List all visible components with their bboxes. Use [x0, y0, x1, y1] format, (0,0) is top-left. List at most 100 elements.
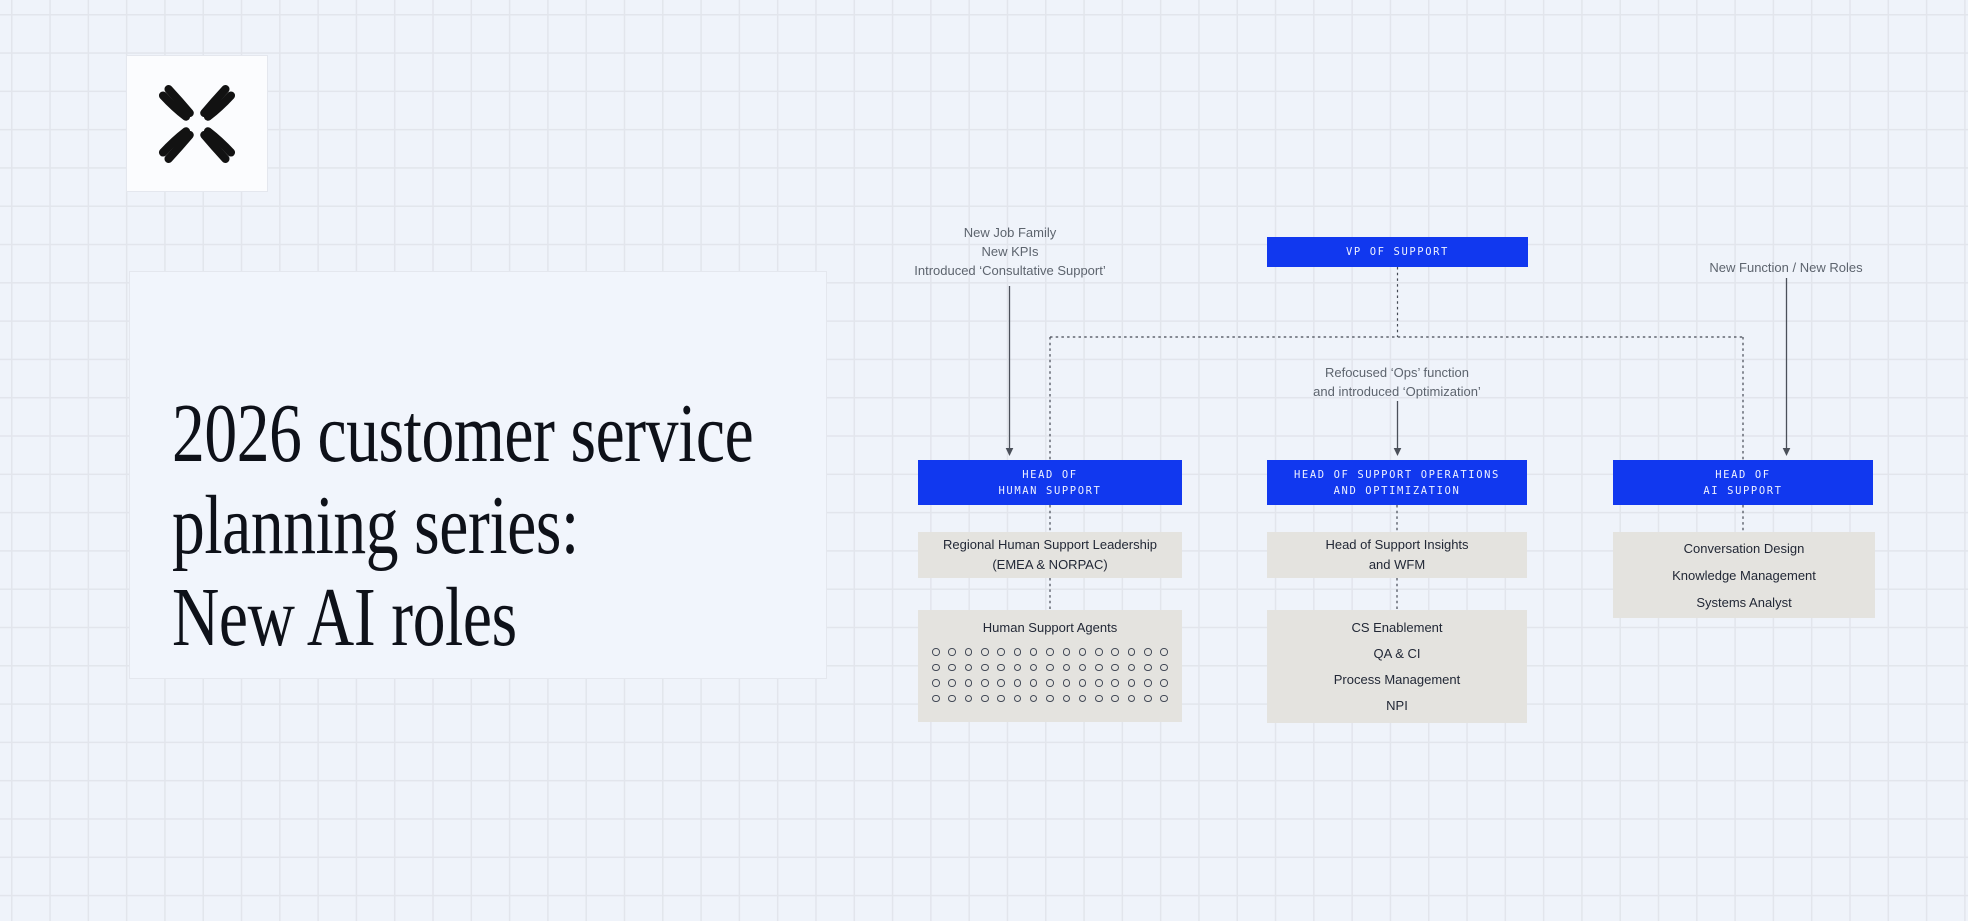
- agent-dot: [1046, 694, 1054, 702]
- agent-dot: [1144, 663, 1152, 671]
- annotation-line: New Function / New Roles: [1709, 260, 1863, 275]
- org-node-label: Head of Support Insights: [1325, 537, 1469, 552]
- agent-dot: [932, 648, 940, 656]
- agent-dot: [1029, 679, 1038, 687]
- org-node-label: Knowledge Management: [1672, 567, 1816, 583]
- agent-dot: [1095, 648, 1103, 656]
- agent-dot: [932, 663, 940, 671]
- org-node-label: HUMAN SUPPORT: [998, 484, 1102, 497]
- agent-dot: [981, 694, 989, 702]
- agent-dot: [1160, 663, 1168, 671]
- agent-dot: [1144, 694, 1152, 702]
- agent-dot: [1078, 694, 1087, 702]
- agent-dot: [1095, 663, 1103, 671]
- agent-dot: [1029, 648, 1038, 656]
- agent-dot: [1160, 648, 1168, 656]
- agent-dot: [1062, 648, 1071, 656]
- org-node-ops-functions-list: CS Enablement QA & CI Process Management…: [1267, 610, 1527, 723]
- agent-dot: [1013, 694, 1022, 702]
- agent-dot: [932, 679, 940, 687]
- org-node-head-of-support-operations: HEAD OF SUPPORT OPERATIONS AND OPTIMIZAT…: [1267, 460, 1527, 505]
- agent-dot: [1062, 694, 1071, 702]
- agent-dot: [997, 663, 1005, 671]
- agent-dot: [1046, 663, 1054, 671]
- agent-dot: [1013, 663, 1022, 671]
- agents-dot-grid: [932, 648, 1168, 702]
- agent-dot: [1078, 663, 1087, 671]
- agent-dot: [1127, 663, 1136, 671]
- annotation-line: Introduced ‘Consultative Support’: [914, 263, 1106, 278]
- org-node-label: QA & CI: [1373, 645, 1421, 661]
- converging-arrows-logo-icon: [158, 84, 236, 163]
- title-line-3: New AI roles: [172, 571, 517, 664]
- org-node-vp-of-support: VP OF SUPPORT: [1267, 237, 1528, 267]
- org-node-label: CS Enablement: [1351, 619, 1443, 635]
- title-card: 2026 customer service planning series: N…: [129, 271, 827, 679]
- agent-dot: [964, 694, 973, 702]
- agent-dot: [1062, 679, 1071, 687]
- agent-dot: [1160, 694, 1168, 702]
- agent-dot: [948, 694, 956, 702]
- org-node-head-of-human-support: HEAD OF HUMAN SUPPORT: [918, 460, 1182, 505]
- agent-dot: [1111, 694, 1119, 702]
- agent-dot: [1029, 663, 1038, 671]
- agent-dot: [932, 694, 940, 702]
- agent-dot: [1127, 679, 1136, 687]
- agent-dot: [948, 648, 956, 656]
- org-node-label: NPI: [1386, 697, 1408, 713]
- org-node-head-of-ai-support: HEAD OF AI SUPPORT: [1613, 460, 1873, 505]
- annotation-line: New Job Family: [963, 225, 1057, 240]
- title-line-2: planning series:: [172, 479, 579, 572]
- agent-dot: [948, 663, 956, 671]
- annotation-line: and introduced ‘Optimization’: [1313, 384, 1481, 399]
- org-node-regional-leadership: Regional Human Support Leadership (EMEA …: [918, 532, 1182, 578]
- org-node-label: Conversation Design: [1683, 540, 1805, 556]
- agent-dot: [1095, 694, 1103, 702]
- annotation-human-support: New Job Family New KPIs Introduced ‘Cons…: [880, 223, 1140, 280]
- org-node-label: HEAD OF SUPPORT OPERATIONS: [1294, 468, 1500, 481]
- org-node-label: and WFM: [1368, 557, 1426, 572]
- org-node-label: VP OF SUPPORT: [1346, 246, 1449, 258]
- org-node-label: HEAD OF: [1022, 468, 1078, 481]
- agent-dot: [948, 679, 956, 687]
- agent-dot: [1144, 648, 1152, 656]
- org-node-support-insights-wfm: Head of Support Insights and WFM: [1267, 532, 1527, 578]
- org-node-label: AND OPTIMIZATION: [1333, 484, 1461, 497]
- agent-dot: [1111, 663, 1119, 671]
- agent-dot: [1111, 679, 1119, 687]
- agent-dot: [1078, 648, 1087, 656]
- agent-dot: [964, 663, 973, 671]
- agent-dot: [1046, 679, 1054, 687]
- org-node-label: HEAD OF: [1715, 468, 1771, 481]
- org-node-human-support-agents: Human Support Agents: [918, 610, 1182, 722]
- org-node-label: (EMEA & NORPAC): [992, 557, 1108, 572]
- agent-dot: [1144, 679, 1152, 687]
- agent-dot: [1078, 679, 1087, 687]
- annotation-ops-optimization: Refocused ‘Ops’ function and introduced …: [1237, 363, 1557, 401]
- agent-dot: [1062, 663, 1071, 671]
- agent-dot: [964, 679, 973, 687]
- org-node-label: AI SUPPORT: [1703, 484, 1783, 497]
- agent-dot: [997, 694, 1005, 702]
- page-title: 2026 customer service planning series: N…: [172, 388, 874, 664]
- agent-dot: [1095, 679, 1103, 687]
- agent-dot: [981, 648, 989, 656]
- org-node-ai-roles-list: Conversation Design Knowledge Management…: [1613, 532, 1875, 618]
- org-node-label: Systems Analyst: [1696, 594, 1792, 610]
- agent-dot: [1127, 694, 1136, 702]
- org-node-label: Regional Human Support Leadership: [943, 537, 1157, 552]
- annotation-ai-support: New Function / New Roles: [1656, 258, 1916, 277]
- agent-dot: [981, 679, 989, 687]
- org-node-label: Human Support Agents: [982, 620, 1118, 635]
- annotation-line: New KPIs: [981, 244, 1039, 259]
- agent-dot: [1127, 648, 1136, 656]
- agent-dot: [1013, 648, 1022, 656]
- agent-dot: [1013, 679, 1022, 687]
- annotation-line: Refocused ‘Ops’ function: [1324, 365, 1470, 380]
- title-line-1: 2026 customer service: [172, 387, 754, 480]
- agent-dot: [981, 663, 989, 671]
- agent-dot: [1029, 694, 1038, 702]
- agent-dot: [997, 648, 1005, 656]
- logo-card: [126, 55, 268, 192]
